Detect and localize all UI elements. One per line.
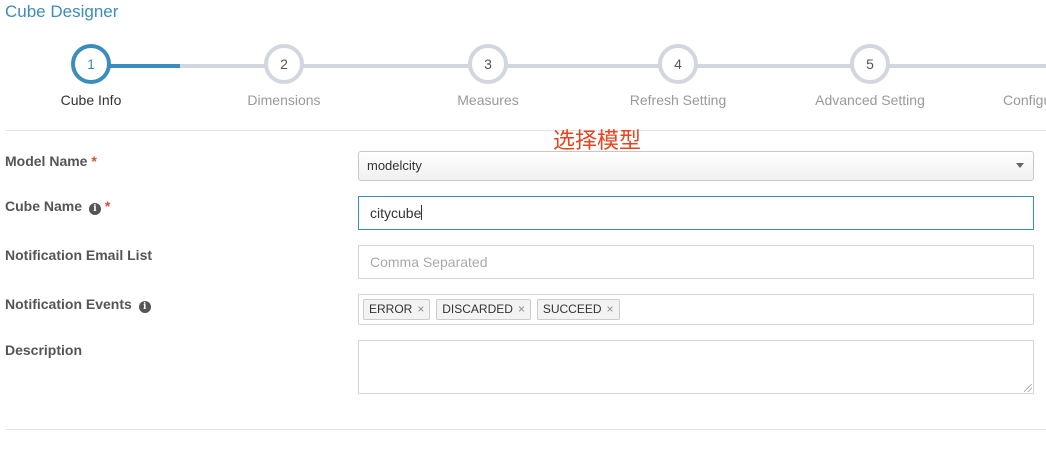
tag-label: ERROR [369, 302, 413, 316]
notification-events-select[interactable]: ERROR × DISCARDED × SUCCEED × [358, 294, 1034, 325]
step-number: 4 [658, 44, 698, 84]
step-number: 3 [468, 44, 508, 84]
label-text: Model Name [5, 153, 88, 169]
required-mark: * [104, 198, 111, 214]
wizard-track [91, 64, 1046, 68]
wizard-step-cube-info[interactable]: 1 Cube Info [11, 44, 171, 108]
page-title: Cube Designer [5, 2, 119, 21]
close-icon[interactable]: × [417, 302, 425, 316]
divider [5, 130, 1046, 131]
annotation-note: 选择模型 [553, 129, 642, 154]
resize-handle[interactable] [1024, 384, 1032, 392]
tag-discarded: DISCARDED × [436, 299, 531, 320]
label-text: Cube Name [5, 198, 83, 214]
wizard-steps: 1 Cube Info 2 Dimensions 3 Measures 4 Re… [0, 44, 1046, 114]
step-label: Dimensions [247, 92, 321, 108]
description-textarea[interactable] [358, 340, 1034, 394]
input-placeholder: Comma Separated [370, 254, 488, 270]
description-label: Description [5, 342, 83, 358]
cube-name-input[interactable]: citycube [358, 196, 1034, 230]
notification-events-label: Notification Events i [5, 296, 151, 313]
text-cursor [421, 205, 423, 220]
wizard-progress [91, 64, 180, 68]
notification-email-label: Notification Email List [5, 247, 153, 263]
step-label: Measures [457, 92, 519, 108]
model-name-select[interactable]: modelcity [358, 151, 1034, 181]
step-label: Cube Info [60, 92, 122, 108]
wizard-step-advanced-setting[interactable]: 5 Advanced Setting [790, 44, 950, 108]
step-number: 2 [264, 44, 304, 84]
step-number: 1 [71, 44, 111, 84]
info-icon[interactable]: i [138, 301, 151, 313]
wizard-step-configuration-overwrites[interactable]: Configuration Overwrites [1003, 44, 1046, 108]
tag-label: DISCARDED [442, 302, 513, 316]
step-label: Refresh Setting [629, 92, 727, 108]
model-name-label: Model Name * [5, 153, 97, 169]
step-label: Configuration Overwrites [1003, 92, 1046, 108]
wizard-step-dimensions[interactable]: 2 Dimensions [204, 44, 364, 108]
notification-email-input[interactable]: Comma Separated [358, 245, 1034, 279]
cube-name-label: Cube Name i * [5, 198, 110, 215]
tag-error: ERROR × [363, 299, 431, 320]
close-icon[interactable]: × [517, 302, 525, 316]
label-text: Notification Events [5, 296, 132, 312]
wizard-step-measures[interactable]: 3 Measures [408, 44, 568, 108]
chevron-down-icon [1016, 163, 1024, 168]
wizard-step-refresh-setting[interactable]: 4 Refresh Setting [598, 44, 758, 108]
selected-value: modelcity [367, 158, 422, 173]
info-icon[interactable]: i [88, 203, 101, 215]
close-icon[interactable]: × [606, 302, 614, 316]
tag-label: SUCCEED [542, 302, 602, 316]
required-mark: * [91, 153, 97, 169]
divider [5, 429, 1046, 430]
step-label: Advanced Setting [815, 92, 925, 108]
step-number: 5 [850, 44, 890, 84]
tag-succeed: SUCCEED × [536, 299, 620, 320]
input-value: citycube [370, 205, 422, 221]
